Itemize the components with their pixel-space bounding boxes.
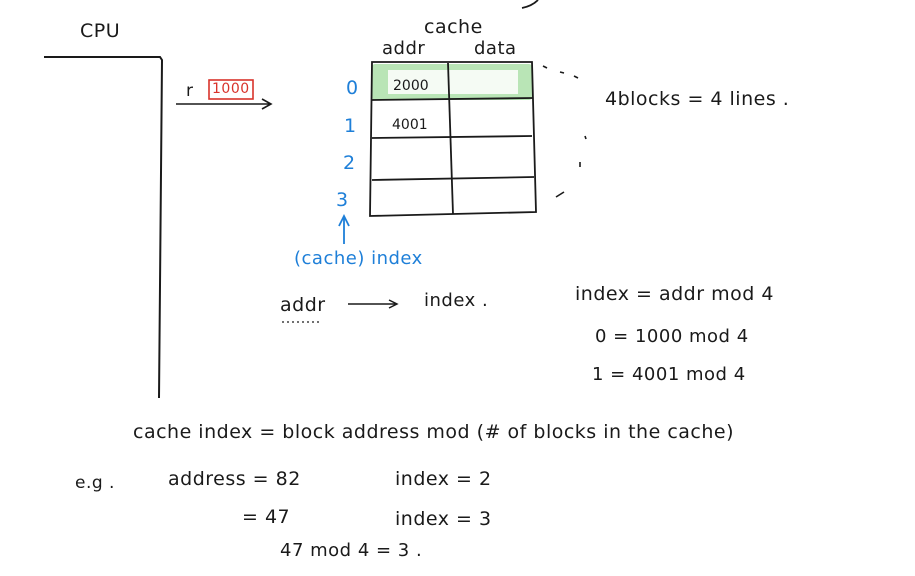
eg2-index: index = 3 (395, 508, 492, 530)
top-arc (521, 0, 539, 9)
eg-label: e.g . (75, 473, 115, 493)
cache-row-1-addr: 4001 (392, 117, 428, 133)
cache-index-2: 2 (343, 152, 356, 174)
cache-index-label: (cache) index (294, 248, 423, 269)
cache-header-addr: addr (382, 38, 426, 59)
cache-table-grid (369, 61, 537, 217)
addr-word: addr (280, 294, 326, 316)
cpu-label: CPU (80, 20, 121, 42)
addr-index-arrow (348, 299, 399, 309)
cache-row-0-addr: 2000 (393, 78, 429, 94)
request-label: r (186, 81, 194, 101)
index-word: index . (424, 290, 489, 311)
dotted-marks (542, 65, 587, 198)
cpu-box-outline (44, 56, 164, 399)
request-address: 1000 (212, 81, 250, 97)
cache-index-3: 3 (336, 189, 349, 211)
example-1: 0 = 1000 mod 4 (595, 326, 749, 347)
formula: index = addr mod 4 (575, 283, 774, 305)
cache-title: cache (424, 16, 483, 38)
index-arrow (338, 213, 350, 244)
general-rule: cache index = block address mod (# of bl… (133, 421, 734, 443)
cache-header-data: data (474, 38, 517, 59)
request-address-box (208, 79, 254, 100)
example-2: 1 = 4001 mod 4 (592, 364, 746, 385)
cache-index-0: 0 (346, 77, 359, 99)
request-arrow (176, 98, 273, 110)
cache-index-1: 1 (344, 115, 357, 137)
eg3-mod: 47 mod 4 = 3 . (280, 540, 423, 561)
eg2-address: = 47 (242, 506, 291, 528)
eg1-address: address = 82 (168, 468, 301, 490)
blocks-lines-note: 4blocks = 4 lines . (605, 88, 790, 110)
eg1-index: index = 2 (395, 468, 492, 490)
